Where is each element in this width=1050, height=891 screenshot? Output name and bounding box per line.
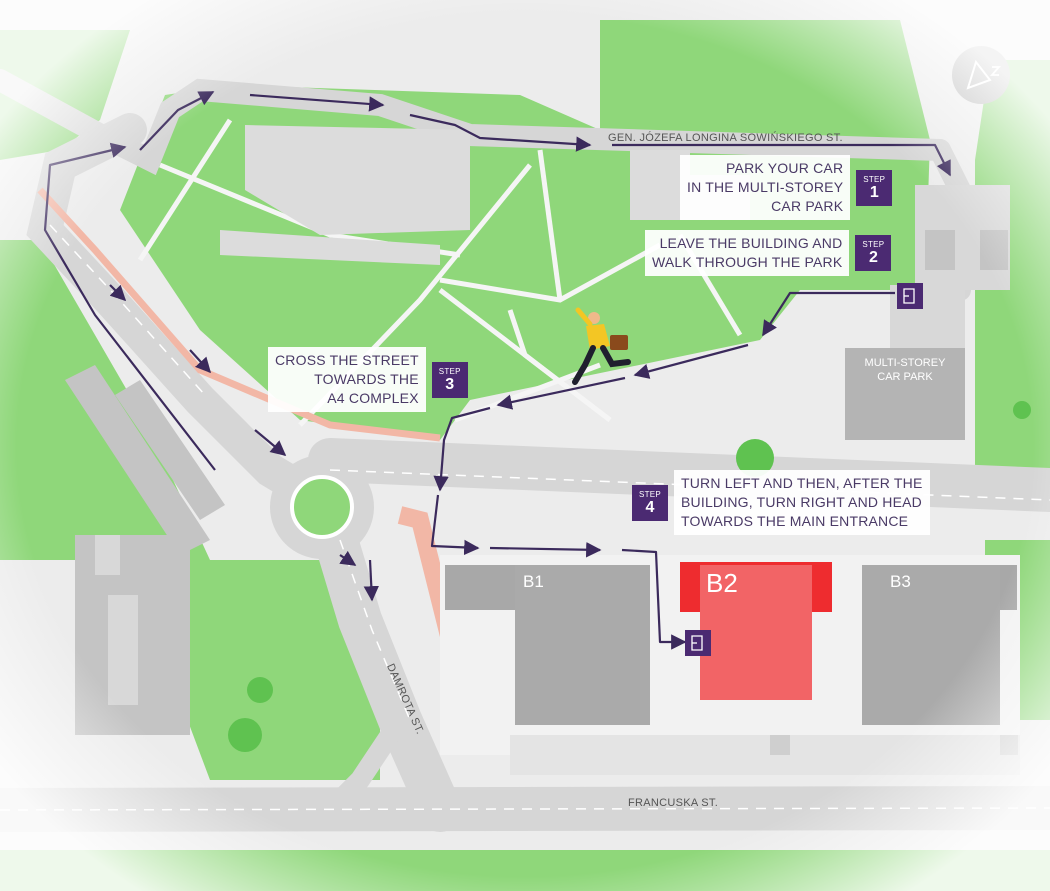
step-3-word: STEP bbox=[438, 366, 461, 376]
step-2-badge: STEP 2 bbox=[855, 235, 892, 271]
step-3-badge: STEP 3 bbox=[431, 361, 468, 398]
step-4-word: STEP bbox=[638, 489, 662, 499]
car-park-label: MULTI-STOREY CAR PARK bbox=[864, 357, 946, 383]
building-b2-label: B2 bbox=[706, 568, 738, 598]
step-1-text: PARK YOUR CAR IN THE MULTI-STOREY CAR PA… bbox=[680, 155, 851, 220]
step-2-word: STEP bbox=[862, 240, 885, 249]
step-4-text: TURN LEFT AND THEN, AFTER THE BUILDING, … bbox=[674, 470, 930, 535]
building-b1-label: B1 bbox=[523, 572, 544, 591]
step-2-text: LEAVE THE BUILDING AND WALK THROUGH THE … bbox=[645, 230, 850, 276]
step-1-word: STEP bbox=[863, 174, 886, 184]
step-1-badge: STEP 1 bbox=[856, 169, 893, 206]
step-1-callout: PARK YOUR CAR IN THE MULTI-STOREY CAR PA… bbox=[680, 155, 893, 220]
step-4-callout: STEP 4 TURN LEFT AND THEN, AFTER THE BUI… bbox=[632, 470, 930, 535]
step-4-number: 4 bbox=[645, 498, 655, 516]
step-1-number: 1 bbox=[869, 183, 879, 201]
step-3-number: 3 bbox=[445, 375, 455, 393]
step-3-callout: CROSS THE STREET TOWARDS THE A4 COMPLEX … bbox=[268, 347, 468, 412]
street-francuska: FRANCUSKA ST. bbox=[628, 797, 719, 809]
step-2-callout: LEAVE THE BUILDING AND WALK THROUGH THE … bbox=[645, 230, 892, 276]
step-3-text: CROSS THE STREET TOWARDS THE A4 COMPLEX bbox=[268, 347, 426, 412]
step-4-badge: STEP 4 bbox=[632, 484, 668, 521]
street-sowinskiego: GEN. JÓZEFA LONGINA SOWIŃSKIEGO ST. bbox=[608, 132, 843, 144]
building-b3-label: B3 bbox=[890, 572, 911, 591]
step-2-number: 2 bbox=[868, 249, 878, 266]
